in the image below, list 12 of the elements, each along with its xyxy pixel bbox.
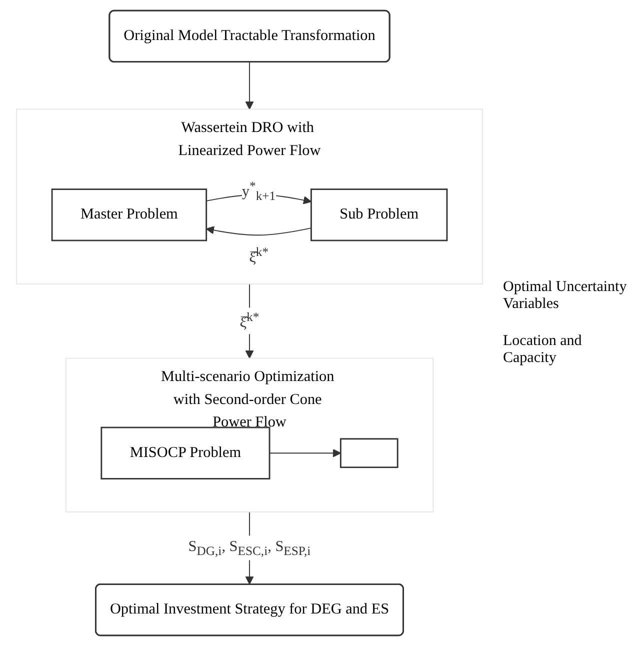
note-text: Optimal Uncertainty Variables (503, 278, 628, 312)
edge-label: S$_{DG,i}$, S$_{ESC,i}$, S$_{ESP,i}$ (188, 538, 311, 558)
node-box: Sub Problem (310, 188, 448, 241)
node-box: MISOCP Problem (100, 426, 270, 479)
node-box: Master Problem (51, 188, 208, 241)
arrow (245, 60, 254, 110)
edge-label: ξ̂$^{k*}$ (240, 309, 260, 330)
note-text: Location and Capacity (503, 332, 583, 366)
arrow (269, 448, 342, 457)
arrow (206, 226, 312, 236)
node-box (340, 438, 398, 468)
edge-label: ξ̂$^{k*}$ (249, 244, 269, 266)
